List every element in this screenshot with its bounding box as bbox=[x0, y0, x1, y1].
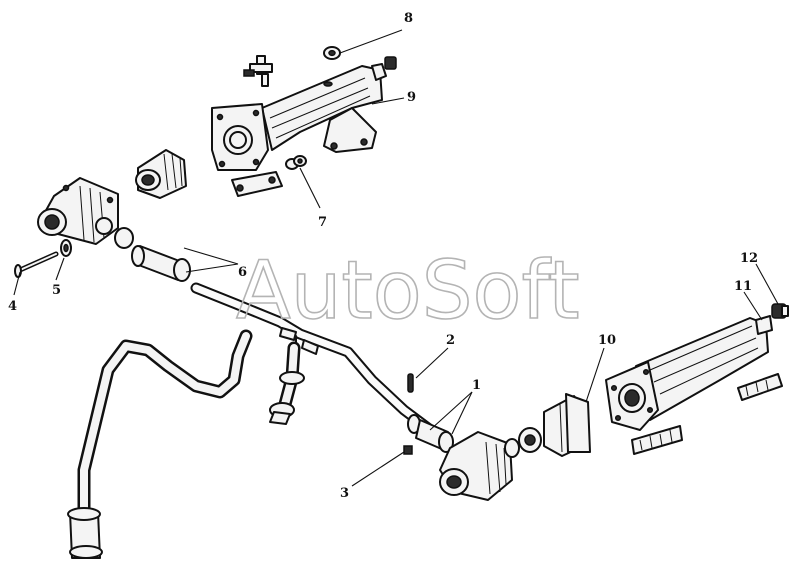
callout-6: 6 bbox=[238, 265, 247, 280]
nipple-fitting bbox=[285, 155, 307, 170]
lower-flange-housing bbox=[439, 431, 520, 501]
callout-1: 1 bbox=[472, 378, 481, 393]
gasket-adapter bbox=[518, 393, 591, 457]
leader-lines bbox=[13, 29, 779, 487]
small-nut bbox=[403, 445, 413, 455]
upper-exhaust-manifold bbox=[211, 63, 387, 197]
callout-3: 3 bbox=[340, 486, 349, 501]
callout-11: 11 bbox=[734, 279, 752, 294]
manifold-adapter bbox=[135, 149, 187, 199]
connecting-hose-upper bbox=[114, 227, 191, 282]
watermark: AutoSoft bbox=[236, 244, 580, 337]
drain-cock bbox=[243, 55, 273, 87]
callout-8: 8 bbox=[404, 11, 413, 26]
callout-9: 9 bbox=[407, 90, 416, 105]
stud-bolt bbox=[407, 373, 414, 393]
left-flange-housing bbox=[37, 177, 119, 245]
callout-5: 5 bbox=[52, 283, 61, 298]
end-plug bbox=[771, 303, 789, 319]
threaded-plug bbox=[384, 56, 397, 70]
plug-nut bbox=[323, 46, 341, 60]
lower-exhaust-manifold bbox=[605, 315, 783, 455]
water-pipe bbox=[190, 282, 434, 434]
long-coolant-hose bbox=[67, 329, 253, 559]
washer bbox=[60, 239, 72, 257]
callout-12: 12 bbox=[740, 251, 758, 266]
hose-clamps bbox=[407, 414, 454, 453]
callout-2: 2 bbox=[446, 333, 455, 348]
callout-7: 7 bbox=[318, 215, 327, 230]
callout-labels: 1 2 3 4 5 6 7 8 9 10 11 12 bbox=[8, 11, 758, 501]
bolt bbox=[14, 251, 59, 278]
callout-4: 4 bbox=[8, 299, 17, 314]
branch-hose bbox=[269, 341, 305, 425]
callout-10: 10 bbox=[598, 333, 616, 348]
